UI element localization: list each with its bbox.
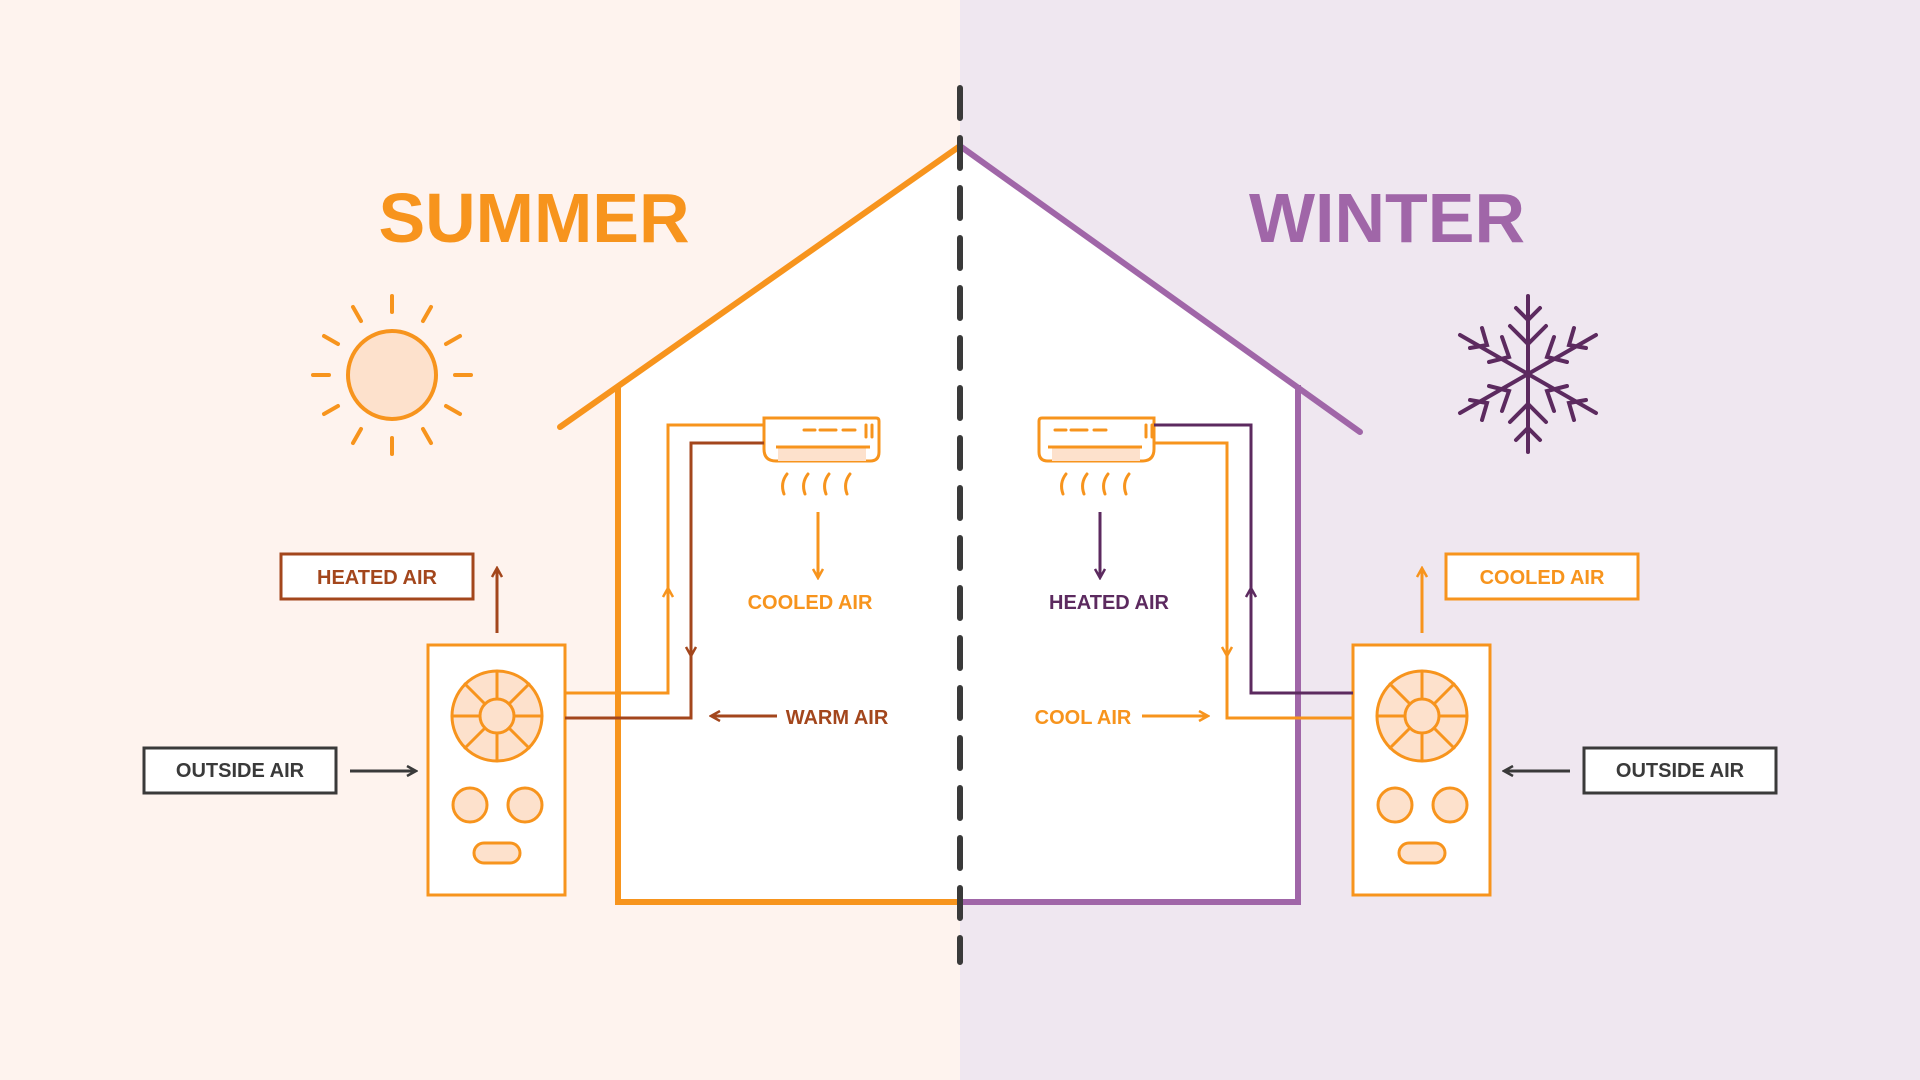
- outside-air-box-winter-label: OUTSIDE AIR: [1616, 760, 1745, 782]
- cooled-air-label: COOLED AIR: [748, 592, 873, 614]
- refrigerant-pipes-winter: [1154, 423, 1353, 720]
- indoor-unit-summer: [762, 416, 881, 496]
- outdoor-unit-winter: [1351, 643, 1492, 897]
- house-outline: [557, 143, 1363, 905]
- winter-title: WINTER: [1249, 179, 1525, 257]
- heated-air-label: HEATED AIR: [1049, 592, 1170, 614]
- sun-icon: [311, 294, 473, 456]
- heated-air-box: [279, 552, 475, 601]
- cooled-air-box-label: COOLED AIR: [1480, 567, 1605, 589]
- outside-air-box-summer: [142, 746, 338, 795]
- heated-air-box-label: HEATED AIR: [317, 567, 438, 589]
- cooled-air-box: [1444, 552, 1640, 601]
- summer-title: SUMMER: [378, 179, 689, 257]
- outside-air-box-summer-label: OUTSIDE AIR: [176, 760, 305, 782]
- warm-air-label: WARM AIR: [786, 707, 889, 729]
- cool-air-label: COOL AIR: [1035, 707, 1132, 729]
- fan-icon: [450, 669, 544, 763]
- refrigerant-pipes-summer: [565, 423, 764, 720]
- indoor-unit-winter: [1037, 416, 1156, 496]
- outside-air-box-winter: [1582, 746, 1778, 795]
- fan-icon: [1375, 669, 1469, 763]
- outdoor-unit-summer: [426, 643, 567, 897]
- house-interior: [618, 146, 1298, 902]
- snowflake-icon: [1458, 294, 1598, 454]
